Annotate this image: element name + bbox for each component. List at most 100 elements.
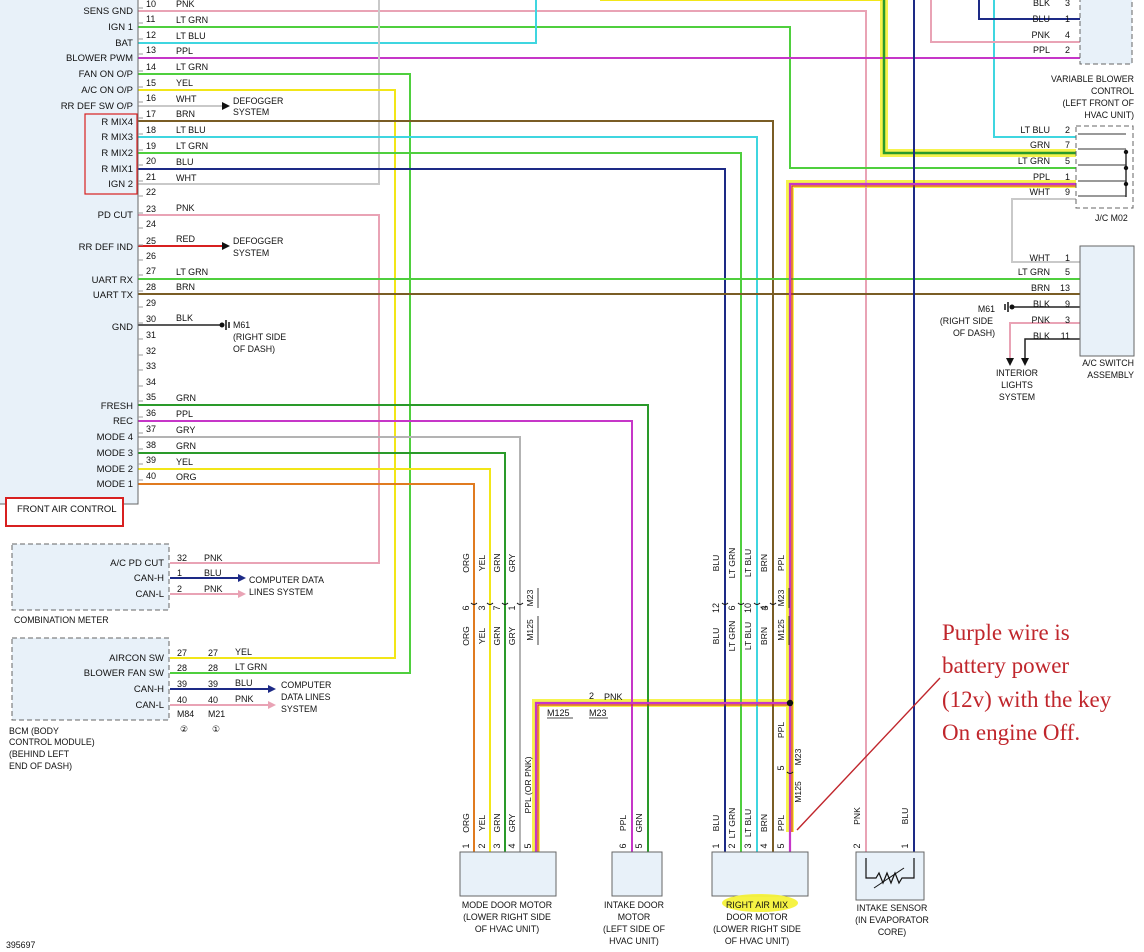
ac-wire-label-5: BLK	[1033, 331, 1050, 341]
bcm-title-4: END OF DASH)	[9, 761, 72, 771]
jc-pin-number-3: 1	[1065, 172, 1070, 182]
jc-wire-label-2: LT GRN	[1018, 156, 1050, 166]
bcm-dest-1: COMPUTER	[281, 680, 331, 690]
fac-pin-number-5: 15	[146, 78, 156, 88]
fac-wire-label-9: LT BLU	[176, 125, 206, 135]
fac-pin-label-10: R MIX2	[101, 148, 133, 159]
fac-pin-number-20: 29	[146, 298, 156, 308]
bcm-pin-number-1: 28	[177, 663, 187, 673]
bcm-pin-number-3: 40	[177, 695, 187, 705]
ground-label-left-2: (RIGHT SIDE	[233, 332, 286, 342]
bcm-wire-label-2: BLU	[235, 678, 253, 688]
is-caption-2: (IN EVAPORATOR	[855, 915, 929, 925]
figure-number: 395697	[6, 940, 35, 950]
annotation-line-2: battery power	[942, 653, 1069, 678]
bcm-box	[11, 637, 170, 721]
vb-pin-number-3: 2	[1065, 45, 1070, 55]
wire-sens-gnd-pnk	[138, 10, 867, 858]
ac-pin-number-5: 11	[1061, 331, 1070, 341]
fac-pin-number-1: 11	[146, 14, 155, 24]
splice-dot	[786, 699, 794, 707]
fac-pin-label-26: FRESH	[101, 401, 133, 412]
fac-pin-number-6: 16	[146, 93, 156, 103]
ra-ppl-conn-b: M125	[793, 781, 803, 803]
ra-conn-arc-2	[753, 602, 761, 605]
fac-pin-number-7: 17	[146, 109, 156, 119]
fac-pin-number-17: 26	[146, 251, 156, 261]
ra-caption-1: RIGHT AIR MIX	[726, 900, 788, 910]
int-3: SYSTEM	[999, 392, 1035, 402]
front-air-control-title: FRONT AIR CONTROL	[17, 504, 117, 515]
fac-wire-label-6: WHT	[176, 94, 197, 104]
int-2: LIGHTS	[1001, 380, 1033, 390]
cm-wire-label-0: PNK	[204, 553, 223, 563]
fac-pin-number-2: 12	[146, 30, 156, 40]
md-mid-wire-3: GRY	[507, 626, 517, 645]
fac-pin-label-27: REC	[113, 416, 133, 427]
intake-door-motor-box	[611, 851, 663, 897]
fac-wire-label-19: BRN	[176, 282, 195, 292]
cm-pin-label-0: A/C PD CUT	[110, 558, 164, 569]
fac-pin-label-5: A/C ON O/P	[81, 85, 133, 96]
ra-upper-wire-1: LT GRN	[727, 548, 737, 579]
fac-pin-number-0: 10	[146, 0, 156, 9]
jc-pin-number-0: 2	[1065, 125, 1070, 135]
ground-label-left-3: OF DASH)	[233, 344, 275, 354]
fac-pin-label-21: GND	[112, 322, 133, 333]
ac-wire-label-3: BLK	[1033, 299, 1050, 309]
fac-pin-number-24: 33	[146, 361, 156, 371]
bcm-wire-label-1: LT GRN	[235, 662, 267, 672]
cm-dest-1: COMPUTER DATA	[249, 575, 324, 585]
bcm-wire-label-3: PNK	[235, 694, 254, 704]
ra-upper-wire-3: BRN	[759, 554, 769, 572]
fac-pin-label-28: MODE 4	[97, 432, 133, 443]
fac-pin-number-13: 22	[146, 187, 156, 197]
ac-wire-label-1: LT GRN	[1018, 267, 1050, 277]
vb-wire-label-1: BLU	[1032, 14, 1050, 24]
ground-label-left-1: M61	[233, 320, 250, 330]
fac-pin-label-14: PD CUT	[98, 210, 134, 221]
ac-pin-number-4: 3	[1065, 315, 1070, 325]
vb-caption-4: HVAC UNIT)	[1084, 110, 1134, 120]
bcm-pin-number2-3: 40	[208, 695, 218, 705]
ra-bottom-wire-2: LT BLU	[743, 809, 753, 837]
ra-upper-wire-0: BLU	[711, 555, 721, 572]
wire-rec-ppl	[138, 420, 633, 860]
wire-wht-jc-ac	[1011, 198, 1080, 263]
md-mid-pin-2: 7	[492, 605, 502, 610]
bcm-dest-2: DATA LINES	[281, 692, 331, 702]
bcm-arrow-canl	[268, 701, 276, 709]
fac-wire-label-28: GRY	[176, 425, 195, 435]
ra-bottom-pin-4: 5	[776, 843, 786, 848]
fac-pin-label-6: RR DEF SW O/P	[61, 101, 133, 112]
fac-wire-label-31: ORG	[176, 472, 197, 482]
cm-pin-number-2: 2	[177, 584, 182, 594]
bcm-pin-number-0: 27	[177, 648, 187, 658]
jc-wire-label-3: PPL	[1033, 172, 1050, 182]
fac-pin-number-19: 28	[146, 282, 156, 292]
idm-caption-4: HVAC UNIT)	[609, 936, 659, 946]
md-bottom-wire-4: PPL (OR PNK)	[523, 756, 533, 813]
bcm-dest-3: SYSTEM	[281, 704, 317, 714]
jc-bus-dot-2	[1123, 181, 1129, 187]
fac-pin-label-31: MODE 1	[97, 479, 133, 490]
fac-wire-label-26: GRN	[176, 393, 196, 403]
fac-wire-label-7: BRN	[176, 109, 195, 119]
md-mid-pin-0: 6	[461, 605, 471, 610]
fac-pin-number-11: 20	[146, 156, 156, 166]
md-bottom-pin-3: 4	[507, 843, 517, 848]
fac-pin-number-10: 19	[146, 141, 156, 151]
wire-ign1-ltgrn	[138, 26, 1080, 169]
ground-dot-left	[219, 322, 225, 328]
ra-bottom-wire-0: BLU	[711, 815, 721, 832]
fac-pin-label-16: RR DEF IND	[79, 242, 134, 253]
cm-pin-label-1: CAN-H	[134, 573, 164, 584]
combination-meter-title: COMBINATION METER	[14, 615, 109, 625]
vb-pin-number-1: 1	[1065, 14, 1070, 24]
ac-wire-label-4: PNK	[1031, 315, 1050, 325]
vb-wire-label-3: PPL	[1033, 45, 1050, 55]
ac-pin-number-3: 9	[1065, 299, 1070, 309]
md-mid-pin-3: 1	[507, 605, 517, 610]
fac-wire-label-3: PPL	[176, 46, 193, 56]
